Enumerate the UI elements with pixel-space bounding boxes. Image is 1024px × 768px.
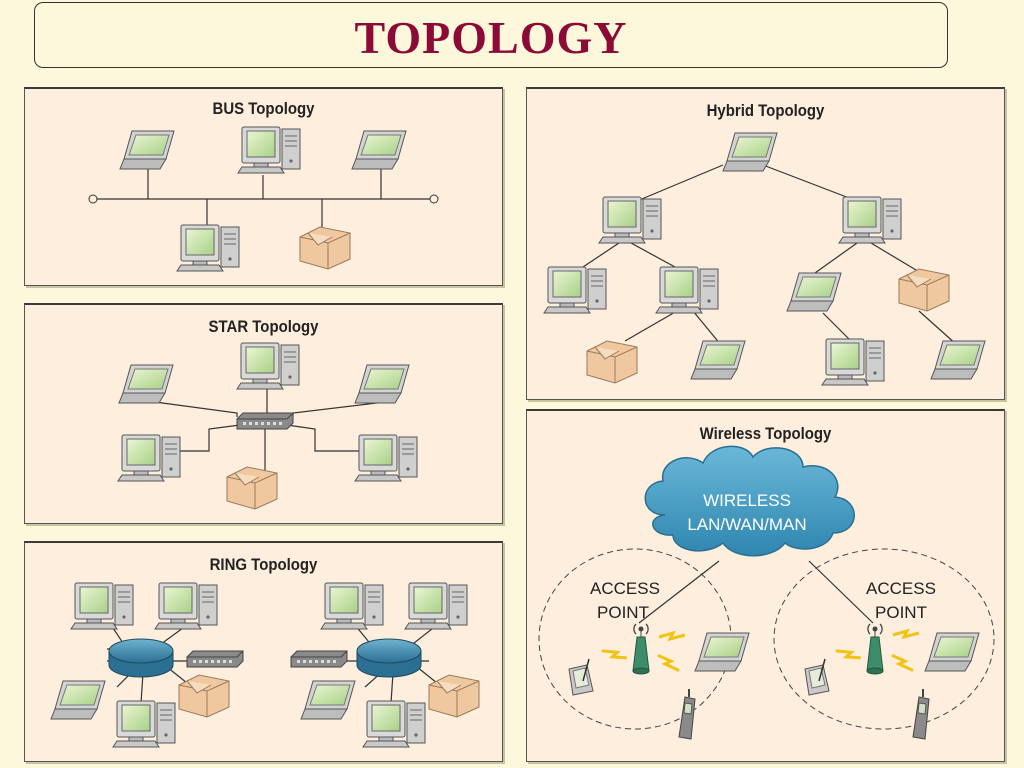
access-point-range-left: [538, 548, 732, 730]
laptop-icon: [119, 130, 175, 170]
ring-hub-icon: [108, 638, 174, 678]
desktop-computer-icon: [838, 196, 902, 244]
desktop-computer-icon: [117, 434, 181, 482]
bus-topology-title: BUS Topology: [212, 99, 315, 118]
ring-topology-diagram: [50, 582, 480, 748]
cloud-label-line2: LAN/WAN/MAN: [687, 515, 806, 534]
printer-box-icon: [299, 226, 351, 270]
desktop-computer-icon: [236, 342, 300, 390]
ring-topology-panel: RING Topology: [24, 541, 503, 762]
pda-icon: [804, 658, 830, 696]
cloud-label-line1: WIRELESS: [703, 491, 791, 510]
star-topology-panel: STAR Topology: [24, 303, 503, 524]
ring-topology-title: RING Topology: [209, 555, 318, 574]
access-point-label-left-1: ACCESS: [590, 579, 660, 598]
bus-topology-diagram: [88, 126, 439, 272]
title-box: TOPOLOGY: [34, 2, 948, 68]
laptop-icon: [924, 632, 980, 672]
star-topology-title: STAR Topology: [208, 317, 319, 336]
access-point-icon: [632, 623, 650, 675]
wireless-signal-icon: [657, 631, 687, 641]
hybrid-topology-panel: Hybrid Topology: [526, 87, 1005, 400]
switch-icon: [236, 412, 294, 430]
wireless-signal-icon: [599, 645, 630, 664]
wireless-signal-icon: [889, 650, 916, 676]
switch-icon: [290, 650, 348, 668]
wireless-topology-panel: Wireless Topology WIRELESS LAN/WAN/MAN A…: [526, 409, 1005, 762]
wireless-signal-icon: [891, 629, 921, 639]
desktop-computer-icon: [543, 266, 607, 314]
cell-phone-icon: [678, 688, 696, 740]
printer-box-icon: [586, 340, 638, 384]
laptop-icon: [50, 680, 106, 720]
desktop-computer-icon: [821, 338, 885, 386]
laptop-icon: [690, 340, 746, 380]
desktop-computer-icon: [362, 700, 426, 748]
desktop-computer-icon: [404, 582, 468, 630]
laptop-icon: [930, 340, 986, 380]
hybrid-topology-title: Hybrid Topology: [706, 101, 825, 120]
access-point-label-right-1: ACCESS: [866, 579, 936, 598]
wireless-signal-icon: [833, 645, 864, 664]
desktop-computer-icon: [655, 266, 719, 314]
ring-hub-icon: [356, 638, 422, 678]
laptop-icon: [694, 632, 750, 672]
access-point-icon: [866, 623, 884, 675]
laptop-icon: [786, 272, 842, 312]
wireless-topology-diagram: WIRELESS LAN/WAN/MAN ACCESS POINT ACCESS…: [538, 445, 995, 740]
desktop-computer-icon: [112, 700, 176, 748]
desktop-computer-icon: [598, 196, 662, 244]
desktop-computer-icon: [354, 434, 418, 482]
access-point-label-right-2: POINT: [875, 603, 927, 622]
star-topology-diagram: [117, 342, 418, 510]
wireless-topology-title: Wireless Topology: [699, 424, 832, 443]
bus-topology-panel: BUS Topology: [24, 87, 503, 286]
wireless-signal-icon: [655, 650, 682, 676]
access-point-label-left-2: POINT: [597, 603, 649, 622]
desktop-computer-icon: [154, 582, 218, 630]
cell-phone-icon: [912, 688, 930, 740]
laptop-icon: [351, 130, 407, 170]
printer-box-icon: [226, 466, 278, 510]
desktop-computer-icon: [70, 582, 134, 630]
pda-icon: [568, 658, 594, 696]
laptop-icon: [354, 364, 410, 404]
laptop-icon: [300, 680, 356, 720]
desktop-computer-icon: [176, 224, 240, 272]
page-title: TOPOLOGY: [354, 12, 628, 63]
desktop-computer-icon: [320, 582, 384, 630]
access-point-range-right: [773, 548, 995, 730]
laptop-icon: [722, 132, 778, 172]
switch-icon: [186, 650, 244, 668]
hybrid-topology-diagram: [543, 132, 986, 386]
laptop-icon: [118, 364, 174, 404]
desktop-computer-icon: [237, 126, 301, 174]
printer-box-icon: [428, 674, 480, 718]
printer-box-icon: [898, 268, 950, 312]
wireless-cloud-icon: [644, 445, 855, 557]
printer-box-icon: [178, 674, 230, 718]
